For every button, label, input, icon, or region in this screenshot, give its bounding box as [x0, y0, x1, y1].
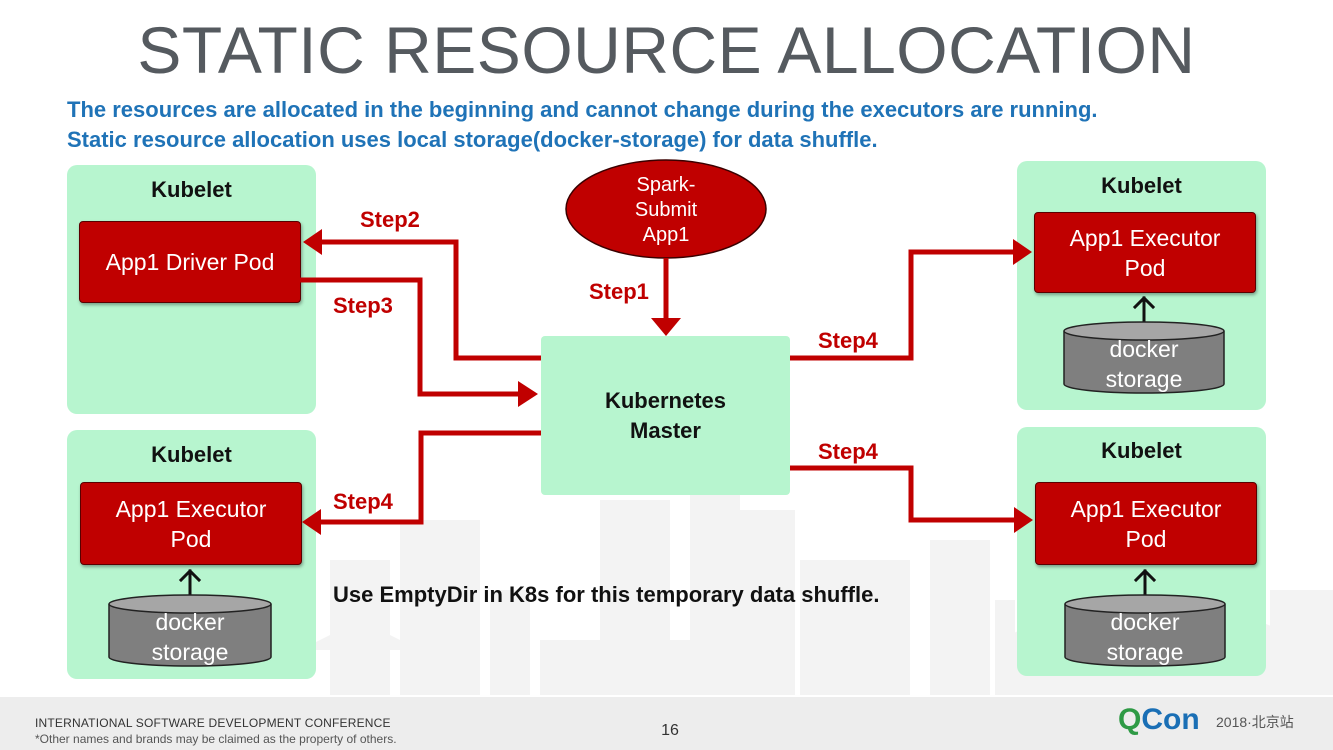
kubelet-label-bottom-right: Kubelet	[1101, 438, 1182, 463]
master-label-line2: Master	[630, 417, 701, 443]
step4-label-bottom-left: Step4	[333, 489, 393, 514]
spark-submit-line1: Spark-	[636, 173, 696, 196]
master-label-line1: Kubernetes	[604, 387, 727, 413]
storage-label-line2: storage	[151, 639, 229, 665]
footer-disclaimer: *Other names and brands may be claimed a…	[35, 732, 397, 746]
executor-pod-label-line2: Pod	[170, 525, 212, 552]
spark-submit-line2: Submit	[634, 198, 698, 221]
page-title: STATIC RESOURCE ALLOCATION	[137, 13, 1196, 87]
storage-label-line2: storage	[1106, 639, 1184, 665]
footer-bar	[0, 697, 1333, 750]
conference-name: INTERNATIONAL SOFTWARE DEVELOPMENT CONFE…	[35, 716, 391, 730]
storage-cylinder-bottom-right	[1064, 594, 1226, 667]
qcon-logo-rest: Con	[1141, 703, 1200, 736]
executor-pod-label-line2: Pod	[1125, 525, 1167, 552]
storage-arrow-top-right	[1132, 295, 1156, 324]
executor-pod-bottom-left: App1 Executor Pod	[80, 482, 302, 565]
executor-pod-label-line1: App1 Executor	[115, 495, 267, 522]
kubelet-label-top-left: Kubelet	[151, 177, 232, 202]
page-number: 16	[661, 722, 679, 739]
arrow-step4-top-right	[790, 249, 1014, 361]
executor-pod-label-line1: App1 Executor	[1069, 224, 1221, 251]
executor-pod-label-line2: Pod	[1124, 254, 1166, 281]
storage-cylinder-bottom-left	[108, 594, 272, 667]
driver-pod: App1 Driver Pod	[79, 221, 301, 303]
kubelet-label-bottom-left: Kubelet	[151, 442, 232, 467]
qcon-logo-sub: 2018·北京站	[1216, 714, 1294, 730]
arrow-step4-bottom-right	[790, 465, 1015, 523]
arrow-step4-top-right-head	[1013, 239, 1032, 265]
storage-label-line1: docker	[1110, 609, 1180, 635]
storage-label-bottom-left: docker storage	[109, 607, 271, 667]
arrow-step1-head	[651, 318, 681, 336]
arrow-step2-head	[303, 229, 322, 255]
step3-label: Step3	[333, 293, 393, 318]
arrow-step3	[300, 277, 520, 397]
arrow-step4-bottom-left-head	[302, 509, 321, 535]
step4-label-top-right: Step4	[818, 328, 878, 353]
arrow-step3-head	[518, 381, 538, 407]
arrow-step4-bottom-left	[320, 430, 541, 525]
subtitle-line-1: The resources are allocated in the begin…	[67, 97, 1098, 122]
qcon-logo: QCon	[1118, 703, 1200, 737]
storage-label-line2: storage	[1105, 366, 1183, 392]
executor-pod-bottom-right: App1 Executor Pod	[1035, 482, 1257, 565]
executor-pod-label-line1: App1 Executor	[1070, 495, 1222, 522]
storage-label-bottom-right: docker storage	[1065, 607, 1225, 667]
driver-pod-label: App1 Driver Pod	[105, 249, 275, 275]
storage-arrow-bottom-right	[1133, 568, 1157, 596]
arrow-step4-bottom-right-head	[1014, 507, 1033, 533]
storage-label-top-right: docker storage	[1064, 334, 1224, 394]
spark-submit-line3: App1	[642, 223, 690, 246]
step4-label-bottom-right: Step4	[818, 439, 878, 464]
emptydir-note: Use EmptyDir in K8s for this temporary d…	[333, 582, 880, 607]
kubernetes-master: Kubernetes Master	[541, 336, 790, 495]
step2-label: Step2	[360, 207, 420, 232]
storage-cylinder-top-right	[1063, 321, 1225, 394]
kubelet-label-top-right: Kubelet	[1101, 173, 1182, 198]
spark-submit-label: Spark- Submit App1	[566, 171, 766, 249]
subtitle-line-2: Static resource allocation uses local st…	[67, 127, 878, 152]
storage-label-line1: docker	[155, 609, 225, 635]
arrow-step2	[322, 239, 541, 361]
executor-pod-top-right: App1 Executor Pod	[1034, 212, 1256, 293]
storage-arrow-bottom-left	[178, 568, 202, 596]
qcon-logo-q: Q	[1118, 703, 1142, 736]
storage-label-line1: docker	[1109, 336, 1179, 362]
step1-label: Step1	[589, 279, 649, 304]
